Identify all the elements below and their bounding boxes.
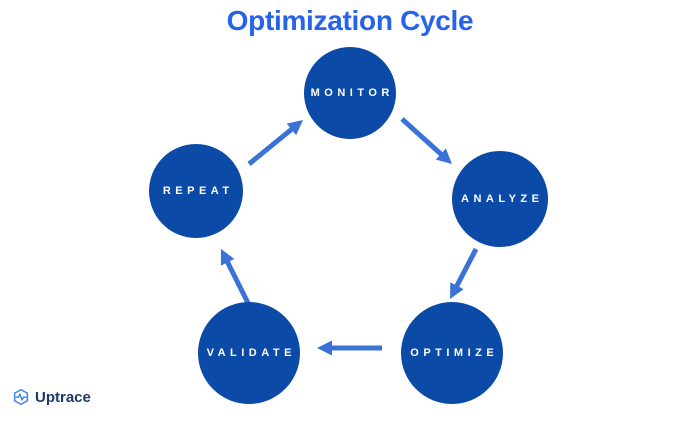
uptrace-logo-text: Uptrace	[35, 388, 91, 406]
uptrace-logo[interactable]: Uptrace	[12, 388, 91, 406]
arrow-repeat-to-monitor	[247, 119, 304, 166]
node-validate: VALIDATE	[198, 302, 300, 404]
node-monitor: MONITOR	[304, 47, 396, 139]
node-optimize-label: OPTIMIZE	[410, 347, 499, 359]
node-analyze: ANALYZE	[452, 151, 548, 247]
arrow-validate-to-repeat	[220, 248, 251, 305]
arrow-monitor-to-analyze	[400, 117, 452, 165]
node-optimize: OPTIMIZE	[401, 302, 503, 404]
node-monitor-label: MONITOR	[310, 87, 394, 99]
node-validate-label: VALIDATE	[206, 347, 296, 359]
hexagon-pulse-icon	[13, 388, 29, 406]
node-repeat: REPEAT	[149, 144, 243, 238]
node-analyze-label: ANALYZE	[461, 193, 544, 205]
diagram-title: Optimization Cycle	[226, 5, 474, 36]
node-repeat-label: REPEAT	[162, 185, 234, 197]
arrow-analyze-to-optimize	[450, 247, 479, 300]
